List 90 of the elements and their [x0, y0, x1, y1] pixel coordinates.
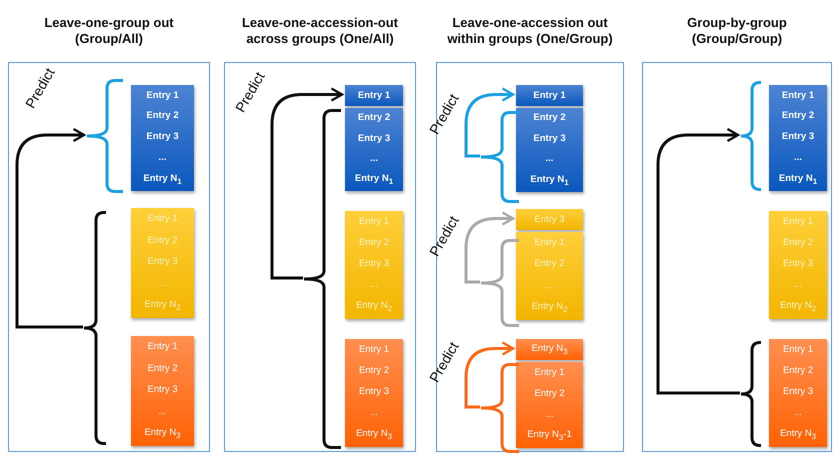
- entry-text: ...: [158, 152, 166, 162]
- curved-arrow: [464, 211, 514, 284]
- entry-text: ...: [546, 410, 554, 420]
- entry-block: [769, 211, 827, 319]
- panel-title: Leave-one-group out (Group/All): [43, 14, 175, 48]
- entry-block: [769, 85, 827, 191]
- entry-text: Entry 1: [534, 238, 565, 248]
- entry-text: Entry 2: [147, 364, 178, 374]
- entry-text: ...: [370, 280, 378, 290]
- curved-arrow: [464, 341, 514, 408]
- panel-title: Group-by-group (Group/Group): [686, 14, 788, 48]
- entry-text: Entry N$_{3}$: [356, 429, 392, 442]
- entry-text: Entry 2: [534, 259, 565, 269]
- entry-block: [131, 85, 194, 191]
- entry-text: Entry 2: [358, 238, 390, 248]
- curly-bracket: [87, 79, 123, 193]
- entry-text: Entry N$_{3}$: [780, 429, 816, 442]
- entry-text: Entry 1: [782, 344, 814, 354]
- entry-text: Entry N$_{3}$: [144, 428, 181, 440]
- entry-text: Entry 3: [146, 132, 179, 142]
- entry-text: ...: [546, 280, 554, 290]
- held-out-entry: Entry 3: [516, 209, 583, 230]
- entry-text: Entry 2: [358, 366, 390, 376]
- curved-arrow: [464, 87, 514, 158]
- entry-text: ...: [158, 278, 166, 288]
- entry-text: Entry N$_{2}$: [531, 302, 568, 314]
- entry-block: [345, 211, 403, 319]
- entry-text: Entry 2: [533, 113, 566, 123]
- panel-title: Leave-one-accession-out across groups (One/All): [240, 14, 400, 48]
- entry-block: [345, 108, 403, 191]
- entry-text: Entry 2: [782, 111, 814, 121]
- panel-title: Leave-one-accession out within groups (One/Group): [446, 14, 614, 48]
- entry-text: Entry N$_{2}$: [144, 300, 181, 312]
- entry-text: Entry 2: [358, 113, 390, 123]
- entry-text: Entry 3: [147, 257, 178, 267]
- entry-text: Entry 1: [358, 344, 390, 354]
- entry-block: [516, 108, 583, 192]
- entry-text: ...: [158, 406, 166, 416]
- entry-text: Entry N$_{3}$-1: [527, 430, 572, 442]
- entry-text: Entry 3: [533, 134, 566, 144]
- entry-text: ...: [794, 280, 802, 290]
- entry-text: Entry 1: [534, 368, 565, 378]
- entry-text: Entry 1: [147, 342, 178, 352]
- entry-text: Entry N$_{2}$: [780, 301, 816, 314]
- curly-bracket: [481, 239, 519, 327]
- entry-text: Entry 1: [147, 214, 178, 224]
- entry-text: Entry 2: [782, 238, 814, 248]
- curly-bracket: [741, 81, 761, 191]
- entry-text: Entry N$_{1}$: [143, 174, 182, 186]
- curved-arrow: [656, 128, 740, 394]
- curved-arrow: [270, 87, 344, 280]
- curly-bracket: [481, 363, 519, 453]
- entry-text: Entry 3: [782, 259, 814, 269]
- entry-text: Entry 3: [782, 132, 814, 142]
- entry-text: Entry 3: [147, 385, 178, 395]
- entry-block: [769, 339, 827, 447]
- entry-text: Entry 3: [358, 387, 390, 397]
- curly-bracket: [741, 341, 761, 447]
- entry-text: ...: [370, 154, 378, 164]
- entry-block: [131, 208, 194, 318]
- entry-text: Entry N$_{1}$: [354, 174, 394, 186]
- entry-text: Entry N$_{1}$: [530, 174, 569, 187]
- curved-arrow: [16, 128, 86, 328]
- entry-text: Entry 2: [534, 388, 565, 398]
- entry-text: Entry 3: [358, 134, 390, 143]
- entry-block: [516, 362, 583, 448]
- entry-text: Entry 3: [782, 387, 814, 397]
- entry-text: ...: [370, 408, 378, 418]
- entry-text: Entry 1: [782, 216, 814, 226]
- curly-bracket: [304, 109, 341, 449]
- entry-text: Entry 2: [782, 366, 814, 376]
- entry-text: Entry 2: [147, 236, 178, 246]
- entry-text: Entry N$_{2}$: [356, 301, 392, 314]
- curly-bracket: [481, 111, 519, 203]
- entry-text: Entry 3: [358, 259, 390, 269]
- held-out-entry: Entry 1: [345, 85, 403, 106]
- entry-block: [345, 339, 403, 447]
- entry-text: Entry 1: [146, 90, 179, 100]
- held-out-entry: Entry 1: [516, 85, 583, 106]
- entry-text: Entry 1: [358, 216, 390, 226]
- held-out-entry: Entry N$_{3}$: [516, 339, 583, 360]
- entry-text: Entry 1: [782, 90, 814, 100]
- entry-text: Entry 2: [146, 111, 179, 121]
- entry-block: [131, 336, 194, 446]
- entry-text: ...: [794, 152, 802, 162]
- curly-bracket: [84, 211, 106, 445]
- entry-text: ...: [546, 154, 554, 164]
- entry-text: ...: [794, 408, 802, 418]
- entry-text: Entry N$_{1}$: [778, 174, 818, 186]
- entry-block: [516, 232, 583, 320]
